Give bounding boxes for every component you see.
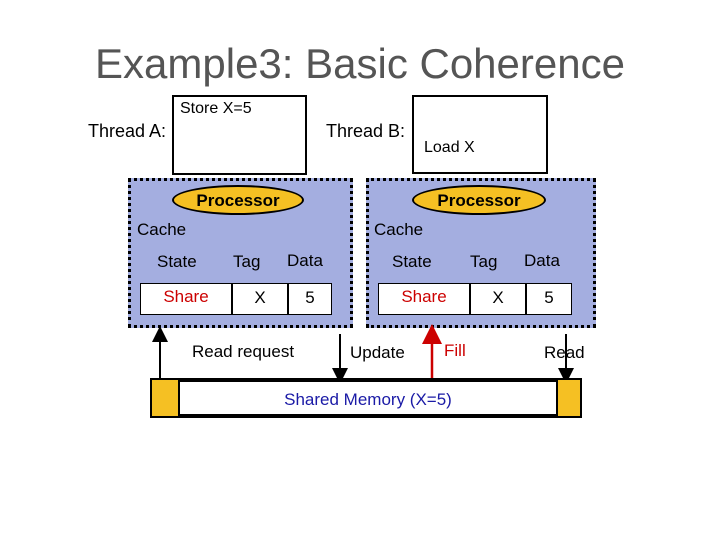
left-cache-label: Cache bbox=[137, 220, 187, 239]
right-cell-tag: X bbox=[470, 283, 526, 315]
left-cell-data: 5 bbox=[288, 283, 332, 315]
read-label: Read bbox=[544, 343, 585, 362]
left-cell-state: Share bbox=[140, 283, 232, 315]
left-cell-tag: X bbox=[232, 283, 288, 315]
left-header-state: State bbox=[157, 252, 197, 271]
page-title: Example3: Basic Coherence bbox=[95, 40, 625, 87]
thread-b-instruction: Load X bbox=[424, 139, 475, 156]
right-cell-state: Share bbox=[378, 283, 470, 315]
update-label: Update bbox=[350, 343, 405, 362]
left-header-tag: Tag bbox=[233, 252, 261, 271]
shared-memory-bar: Shared Memory (X=5) bbox=[150, 378, 582, 418]
shared-memory-label: Shared Memory (X=5) bbox=[178, 380, 558, 416]
left-processor: Processor bbox=[172, 185, 304, 215]
right-cache-label: Cache bbox=[374, 220, 424, 239]
fill-label: Fill bbox=[444, 341, 466, 360]
right-processor: Processor bbox=[412, 185, 546, 215]
thread-a-instruction: Store X=5 bbox=[180, 100, 252, 117]
thread-b-code-box: Load X bbox=[412, 95, 548, 174]
right-header-state: State bbox=[392, 252, 432, 271]
read-request-label: Read request bbox=[192, 342, 295, 361]
right-cell-data: 5 bbox=[526, 283, 572, 315]
thread-b-label: Thread B: bbox=[326, 121, 406, 141]
thread-a-code-box: Store X=5 bbox=[172, 95, 307, 175]
right-header-data: Data bbox=[524, 251, 560, 270]
right-header-tag: Tag bbox=[470, 252, 498, 271]
left-header-data: Data bbox=[287, 251, 323, 270]
thread-a-label: Thread A: bbox=[88, 121, 167, 141]
